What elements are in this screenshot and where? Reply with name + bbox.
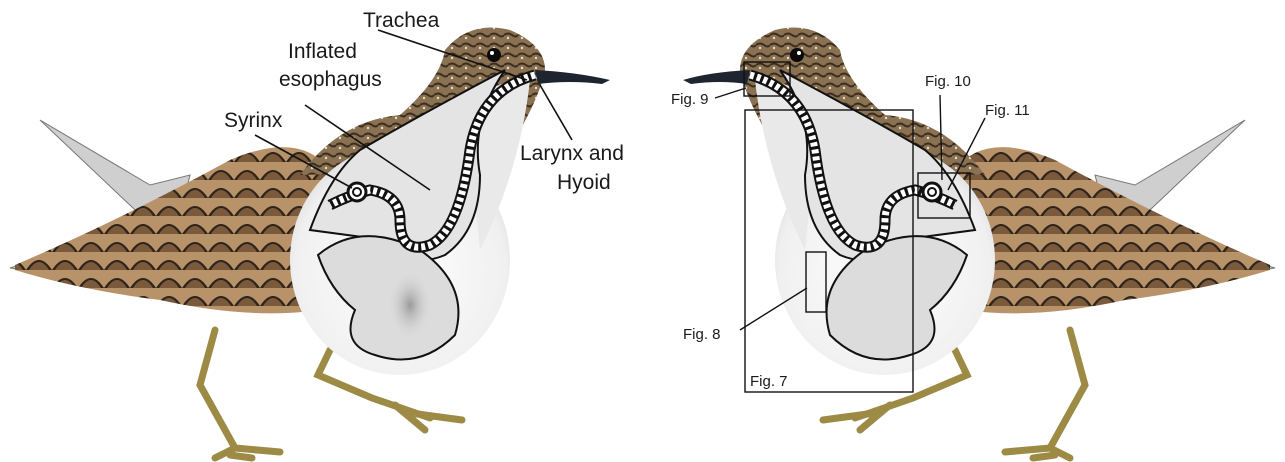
left-syrinx-ring [348, 183, 366, 201]
left-bird-eye [487, 48, 501, 62]
label-fig8: Fig. 8 [683, 326, 721, 343]
label-larynx-line1: Larynx and [520, 142, 624, 165]
left-bird-bill [535, 70, 610, 84]
right-bird-bill [683, 70, 750, 84]
left-bird: Trachea Inflated esophagus Syrinx Larynx… [10, 9, 624, 458]
right-bird: Fig. 9 Fig. 10 Fig. 11 Fig. 8 Fig. 7 [671, 28, 1275, 459]
label-fig9: Fig. 9 [671, 91, 709, 108]
right-bird-wing [955, 147, 1270, 313]
label-fig11: Fig. 11 [985, 102, 1030, 119]
label-fig10: Fig. 10 [925, 73, 971, 90]
left-bird-wing [15, 147, 330, 313]
label-fig7: Fig. 7 [750, 373, 788, 390]
right-bird-eye [790, 48, 804, 62]
label-esophagus-line2: esophagus [279, 68, 382, 91]
right-syrinx-ring [923, 183, 941, 201]
label-esophagus-line1: Inflated [288, 40, 357, 63]
label-trachea: Trachea [363, 9, 440, 32]
label-syrinx: Syrinx [224, 109, 283, 132]
label-larynx-line2: Hyoid [557, 171, 611, 194]
